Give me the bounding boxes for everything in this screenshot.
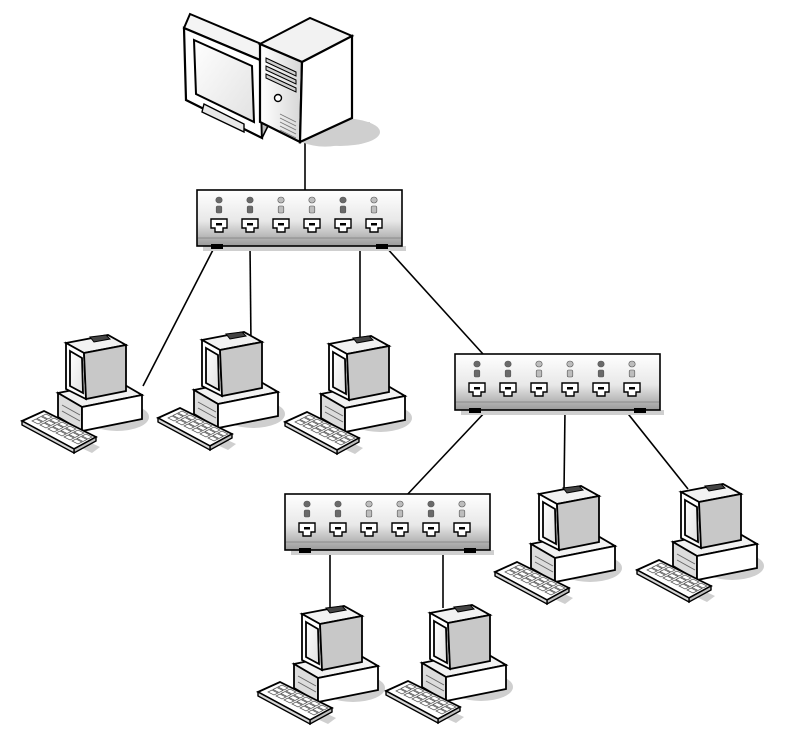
desktop-computer-icon	[492, 485, 622, 606]
hub-port	[499, 360, 517, 397]
hub-port	[365, 196, 383, 233]
network-hub-icon	[284, 493, 494, 555]
link-hub-2-pc-5	[624, 409, 689, 490]
hub-port	[468, 360, 486, 397]
hub-port	[453, 500, 471, 537]
hub-port	[530, 360, 548, 397]
hub-port	[623, 360, 641, 397]
hub-port	[422, 500, 440, 537]
network-devices	[19, 12, 764, 726]
connection-lines	[142, 140, 689, 610]
hub-port	[303, 196, 321, 233]
desktop-computer-icon	[634, 483, 764, 604]
link-hub-1-hub-2	[384, 245, 484, 355]
hub-port	[272, 196, 290, 233]
desktop-computer-icon	[19, 334, 149, 455]
hub-port	[210, 196, 228, 233]
hub-port	[329, 500, 347, 537]
hub-port	[334, 196, 352, 233]
hub-port	[360, 500, 378, 537]
hub-port	[592, 360, 610, 397]
desktop-computer-icon	[383, 604, 513, 725]
server-computer-icon	[182, 12, 380, 147]
network-hub-icon	[196, 189, 406, 251]
hub-port	[241, 196, 259, 233]
network-hub-icon	[454, 353, 664, 415]
link-hub-1-pc-2	[249, 245, 252, 345]
desktop-computer-icon	[255, 605, 385, 726]
desktop-computer-icon	[282, 335, 412, 456]
link-hub-1-pc-1	[142, 245, 216, 387]
link-hub-2-hub-3	[404, 409, 488, 498]
link-hub-2-pc-4	[563, 409, 566, 492]
desktop-computer-icon	[155, 331, 285, 452]
hub-port	[298, 500, 316, 537]
hub-port	[561, 360, 579, 397]
hub-port	[391, 500, 409, 537]
